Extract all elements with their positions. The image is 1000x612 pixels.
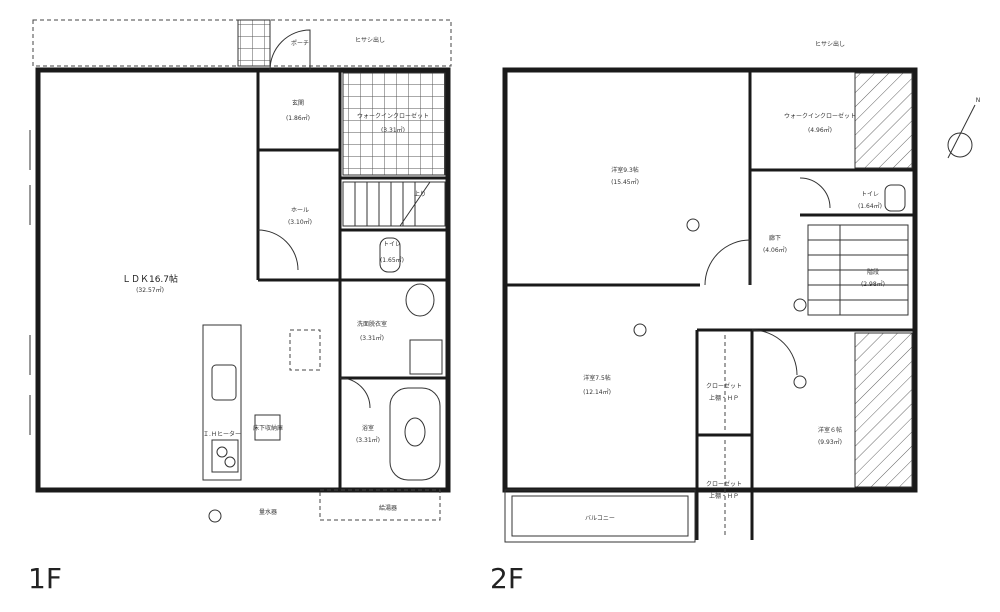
hall-name: ホール: [291, 207, 309, 214]
western-6-name: 洋室６帖: [818, 426, 842, 434]
water-heater-label: 給湯器: [379, 504, 397, 512]
toilet-name-2f: トイレ: [861, 191, 879, 198]
ldk-area: (32.57㎡): [136, 286, 164, 294]
compass-north: N: [976, 97, 981, 104]
corridor-area: (4.06㎡): [763, 246, 787, 254]
stairs-up-label-1f: 上り: [414, 190, 426, 198]
entrance-area: (1.86㎡): [286, 114, 310, 122]
wic-name-1f: ウォークインクローゼット: [357, 112, 429, 120]
eaves-note-1f: ヒサシ出し: [355, 36, 385, 44]
eaves-note-2f: ヒサシ出し: [815, 40, 845, 48]
western-75-area: (12.14㎡): [583, 388, 611, 396]
second-floor-plan: N: [502, 67, 981, 543]
bathtub: [389, 387, 441, 481]
water-meter-label: 量水器: [259, 508, 277, 516]
corridor-name: 廊下: [769, 234, 781, 242]
walkin-closet-floor: [342, 72, 446, 176]
bathroom-name: 浴室: [362, 424, 374, 432]
western-93-area: (15.45㎡): [611, 178, 639, 186]
balcony-outline: [504, 489, 696, 543]
closet-1-note: 上棚・ＨＰ: [709, 394, 739, 402]
closet-2-note: 上棚・ＨＰ: [709, 492, 739, 500]
bathroom-area: (3.31㎡): [356, 436, 380, 444]
kitchen-heater-label: Ｉ.Ｈヒーター: [203, 430, 241, 438]
toilet-area-1f: (1.65㎡): [380, 256, 404, 264]
closet-2-name: クローゼット: [706, 480, 742, 488]
western-6-hatched: [854, 332, 913, 488]
toilet-area-2f: (1.64㎡): [858, 202, 882, 210]
ldk-name: ＬＤＫ16.7帖: [122, 273, 178, 285]
floor-label-1f: 1F: [28, 562, 62, 595]
entrance-name: 玄関: [292, 99, 304, 107]
first-floor-labels: ＬＤＫ16.7帖 (32.57㎡) 玄関 (1.86㎡) ウォークインクローゼッ…: [28, 36, 429, 595]
kitchen-counter: [202, 324, 281, 481]
wic-name-2f: ウォークインクローゼット: [784, 112, 856, 120]
second-floor-outer-wall: [502, 67, 918, 493]
underfloor-storage-label: 床下収納庫: [253, 424, 283, 432]
washroom-vanity: [409, 339, 443, 375]
wic-area-1f: (3.31㎡): [381, 126, 405, 134]
balcony-name: バルコニー: [585, 515, 615, 522]
wic-area-2f: (4.96㎡): [808, 126, 832, 134]
washing-machine: [405, 283, 435, 317]
western-75-name: 洋室7.5帖: [583, 374, 611, 382]
second-floor-labels: 洋室9.3帖 (15.45㎡) 洋室7.5帖 (12.14㎡) 洋室６帖 (9.…: [490, 40, 885, 595]
closet-1-name: クローゼット: [706, 382, 742, 390]
wic-hatched-2f: [854, 72, 913, 169]
first-floor-plan: [29, 19, 452, 523]
porch-label: ポーチ: [291, 39, 309, 47]
stairs-second-floor: [807, 224, 909, 316]
toilet-fixture-1f: [379, 237, 401, 273]
stairs-first-floor: [342, 181, 446, 227]
porch-tiles: [237, 19, 271, 67]
toilet-fixture-2f: [884, 184, 906, 212]
stairwell-name: 階段: [867, 268, 879, 276]
stairwell-area: (2.98㎡): [861, 280, 885, 288]
compass: N: [947, 97, 981, 159]
western-93-name: 洋室9.3帖: [611, 166, 639, 174]
toilet-name-1f: トイレ: [383, 241, 401, 248]
floor-label-2f: 2F: [490, 562, 524, 595]
washroom-name: 洗面脱衣室: [357, 320, 387, 328]
washroom-area: (3.31㎡): [360, 334, 384, 342]
western-6-area: (9.93㎡): [818, 438, 842, 446]
hall-area: (3.10㎡): [288, 218, 312, 226]
